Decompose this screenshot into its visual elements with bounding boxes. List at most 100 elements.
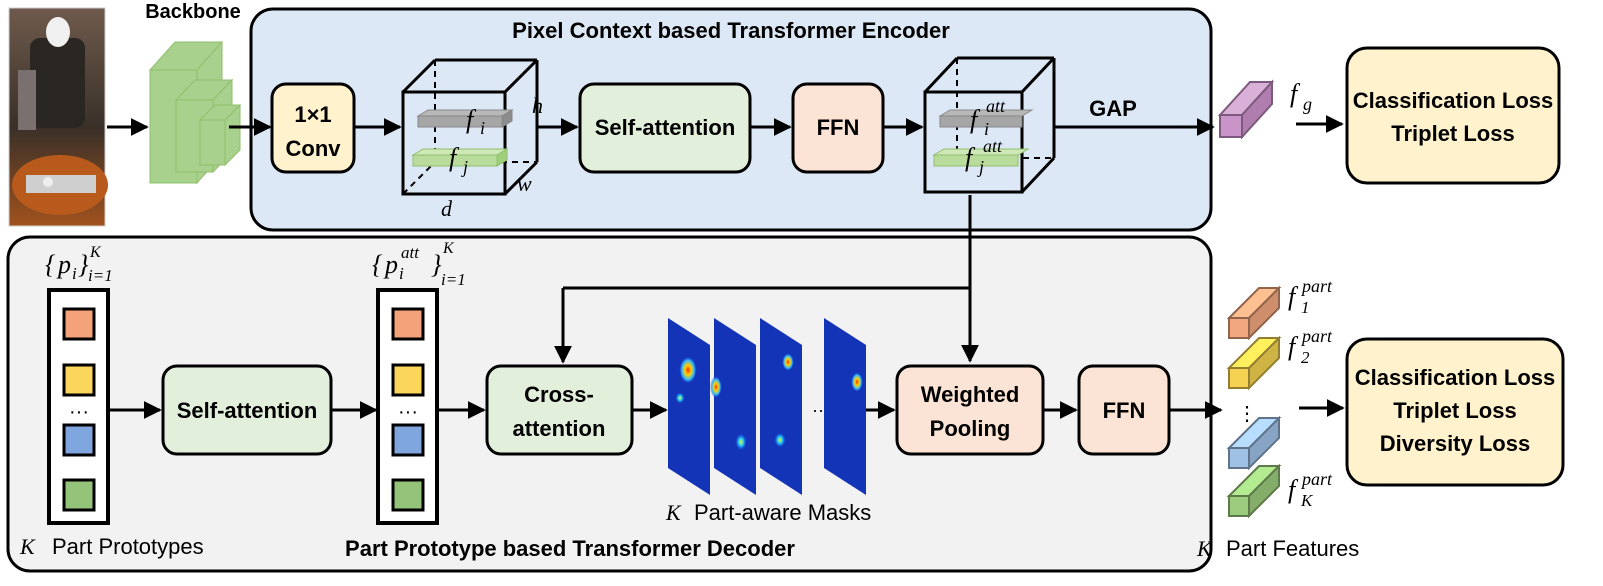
part-features-caption-k: K — [1196, 536, 1213, 561]
feat-i-sub: i — [480, 118, 485, 138]
attended-prototype-square-2 — [391, 363, 425, 397]
attended-prototype-square-1 — [391, 307, 425, 341]
attended-prototype-squares — [391, 307, 425, 512]
weighted-pooling-label-line1: Weighted — [921, 382, 1020, 407]
part-feature-vectors — [1226, 285, 1282, 519]
prototype-square-3 — [62, 423, 96, 457]
attended-prototype-square-3 — [391, 423, 425, 457]
dim-d: d — [441, 196, 453, 221]
svg-text:}: } — [431, 250, 442, 279]
att-prototype-range: i=1 — [441, 270, 466, 289]
part-features-caption: Part Features — [1226, 536, 1359, 561]
cross-attention-label-line1: Cross- — [524, 382, 594, 407]
cross-attention-label-line2: attention — [513, 416, 606, 441]
att-prototype-sup: att — [401, 243, 420, 262]
feature-slab-i — [416, 109, 514, 128]
part-feature-label-1: f 1 part — [1288, 276, 1333, 317]
att-feat-j-sup: att — [983, 136, 1003, 156]
feature-slab-j — [411, 148, 509, 167]
backbone-label: Backbone — [145, 1, 241, 23]
encoder-to-decoder-connections — [554, 195, 979, 364]
part-aware-masks: ··· — [668, 318, 866, 495]
decoder-title: Part Prototype based Transformer Decoder — [345, 536, 795, 561]
global-feature-sub: g — [1303, 94, 1312, 114]
masks-caption-k: K — [665, 500, 682, 525]
svg-text:f: f — [1288, 282, 1299, 311]
attended-prototype-square-4 — [391, 478, 425, 512]
conv-label-line1: 1×1 — [294, 102, 331, 127]
weighted-pooling-label-line2: Pooling — [930, 416, 1011, 441]
input-person-image — [8, 7, 108, 227]
part-feature-vector-1 — [1226, 285, 1282, 341]
att-feat-j-sub: j — [977, 157, 984, 177]
global-loss-box — [1345, 46, 1561, 185]
part-loss-classification: Classification Loss — [1355, 365, 1556, 390]
global-loss-classification: Classification Loss — [1353, 88, 1554, 113]
prototype-range: i=1 — [88, 266, 113, 285]
global-feature-symbol: f — [1290, 79, 1301, 108]
prototypes-caption-k: K — [19, 534, 36, 559]
encoder-title: Pixel Context based Transformer Encoder — [512, 18, 950, 43]
prototype-square-2 — [62, 363, 96, 397]
att-prototype-symbol: p — [383, 250, 398, 279]
encoder-ffn-label: FFN — [817, 115, 860, 140]
gap-label: GAP — [1089, 96, 1137, 121]
svg-text:}: } — [78, 250, 89, 279]
svg-text:f: f — [1288, 475, 1299, 504]
svg-text:f: f — [1288, 332, 1299, 361]
encoder-self-attention-label: Self-attention — [595, 115, 736, 140]
dim-h: h — [532, 93, 543, 118]
prototype-square-1 — [62, 307, 96, 341]
part-feature-label-2: f 2 part — [1288, 326, 1333, 367]
part-loss-triplet: Triplet Loss — [1393, 398, 1516, 423]
att-prototype-k: K — [442, 240, 455, 257]
part-loss-diversity: Diversity Loss — [1380, 431, 1530, 456]
svg-text:1: 1 — [1301, 298, 1310, 317]
decoder-self-attention-label: Self-attention — [177, 398, 318, 423]
svg-text:2: 2 — [1301, 348, 1310, 367]
part-feature-vector-2 — [1226, 335, 1282, 391]
mask-1 — [668, 318, 710, 495]
svg-text:part: part — [1300, 276, 1333, 296]
attended-prototypes-set-label: { p i att } K i=1 — [372, 240, 466, 289]
part-feature-vector-4 — [1226, 463, 1282, 519]
mask-3 — [760, 318, 802, 495]
part-features-ellipsis: ⋮ — [1237, 403, 1257, 425]
att-feat-i-sub: i — [984, 119, 989, 139]
feat-j-sub: j — [461, 157, 468, 177]
attended-slab-i — [938, 109, 1034, 128]
mask-2 — [710, 318, 756, 495]
att-prototype-sub: i — [399, 264, 404, 283]
att-feat-i-symbol: f — [970, 105, 981, 134]
conv-label-line2: Conv — [286, 136, 342, 161]
att-feat-j-symbol: f — [965, 143, 976, 172]
attended-slab-j — [932, 148, 1030, 167]
prototype-symbol: p — [56, 250, 71, 279]
dim-w: w — [517, 171, 532, 196]
part-feature-label-k: f K part — [1288, 469, 1333, 510]
feat-j-symbol: f — [449, 143, 460, 172]
backbone-block — [148, 40, 242, 185]
att-feat-i-sup: att — [986, 96, 1006, 116]
decoder-ffn-label: FFN — [1103, 398, 1146, 423]
svg-text:{: { — [45, 250, 56, 279]
svg-text:part: part — [1300, 469, 1333, 489]
part-feature-vector-3 — [1226, 415, 1282, 471]
mask-k — [824, 318, 866, 495]
attended-prototype-ellipsis: ··· — [398, 401, 418, 423]
global-feature-vector — [1217, 79, 1275, 140]
svg-text:{: { — [372, 250, 383, 279]
prototype-sub: i — [72, 264, 77, 283]
prototypes-set-label: { p i } K i=1 — [45, 244, 113, 285]
svg-text:part: part — [1300, 326, 1333, 346]
feat-i-symbol: f — [466, 105, 477, 134]
prototype-ellipsis: ··· — [69, 401, 89, 423]
prototype-squares — [62, 307, 96, 512]
prototype-square-4 — [62, 478, 96, 512]
global-loss-triplet: Triplet Loss — [1391, 121, 1514, 146]
prototype-k: K — [89, 244, 102, 261]
part-loss-box — [1345, 337, 1565, 487]
masks-caption: Part-aware Masks — [694, 500, 871, 525]
